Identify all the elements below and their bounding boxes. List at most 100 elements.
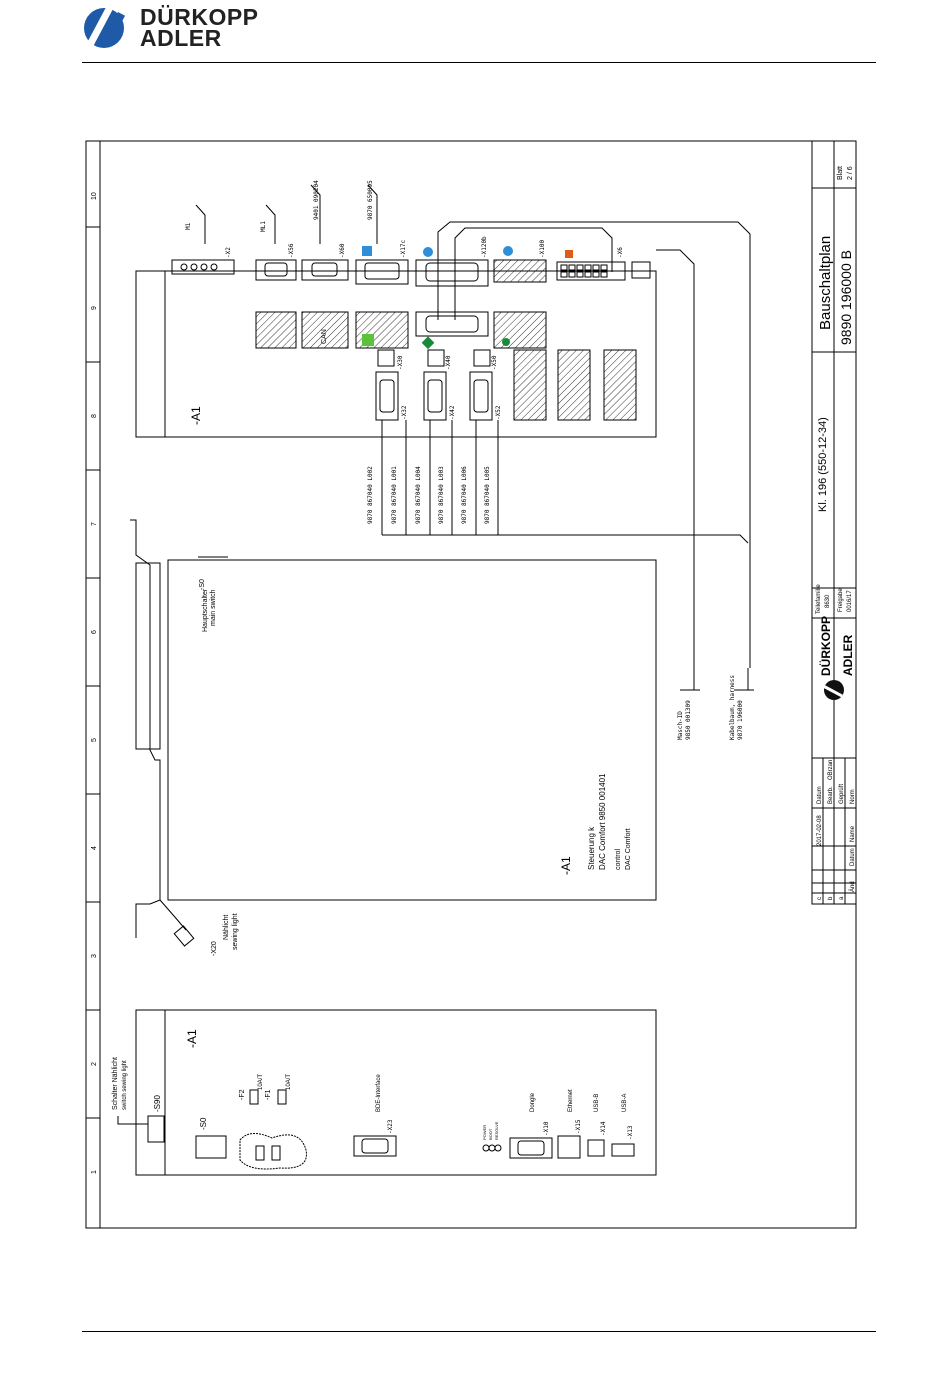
cable-9401: 9401 090204 (313, 180, 320, 220)
cable-l005: 9870 867040 L005 (484, 466, 491, 524)
s0-label: -S0 (199, 1117, 208, 1130)
x23-label: -X23 (387, 1119, 394, 1134)
ruler-2: 2 (91, 1062, 98, 1066)
family-label: Teilefamilie (816, 584, 822, 614)
cable-ml1: ML1 (260, 221, 267, 232)
harness-label: Kabelbaum, harness (729, 675, 736, 740)
conn-x56: -X56 (288, 243, 295, 258)
bde-label: BDE-Interface (376, 1074, 382, 1112)
datum-label: Datum (817, 786, 823, 804)
ruler-5: 5 (91, 738, 98, 742)
conn-x32: -X32 (401, 405, 408, 420)
controller-mid-desc3: control (615, 849, 622, 870)
conn-x6: -X6 (617, 247, 624, 258)
release-label: Freigabe (838, 588, 844, 612)
sewing-light-de: Nählicht (223, 915, 230, 940)
sheet-value: 2 / 6 (847, 166, 854, 180)
brand-logo-icon (84, 6, 126, 48)
title-brand1: DÜRKOPP (818, 616, 833, 676)
title-block: Blatt 2 / 6 Bauschaltplan 9890 196000 B … (811, 140, 857, 905)
x15-label: -X15 (575, 1119, 582, 1134)
conn-x120b: -X120b (481, 236, 488, 258)
ruler-10: 10 (91, 192, 98, 200)
x10-label: -X10 (543, 1121, 550, 1136)
cable-l001: 9870 867040 L001 (391, 466, 398, 524)
brand-wordmark: DÜRKOPP ADLER (140, 4, 259, 51)
bearb-label: Bearb. (828, 786, 834, 804)
doc-number: 9890 196000 B (838, 250, 854, 345)
conn-x50: -X50 (491, 355, 498, 370)
gepr-label: Geprüft (839, 784, 845, 804)
sheet-label: Blatt (837, 166, 844, 180)
name-label: Name (850, 825, 856, 842)
fuse-f1: -F1 (265, 1089, 272, 1100)
x13-label: -X13 (627, 1125, 634, 1140)
sewing-light-en: sewing light (232, 913, 239, 950)
conn-x2: -X2 (225, 247, 232, 258)
bearb-value: OBrzan (828, 760, 834, 780)
harness-number: 9870 196000 (737, 700, 744, 740)
led-power: POWER (482, 1125, 487, 1140)
ruler-7: 7 (91, 522, 98, 526)
header-rule (82, 62, 876, 63)
fuse-f1-val: 10A/T (286, 1074, 292, 1090)
conn-x52: -X52 (495, 405, 502, 420)
led-resolve: RESOLVE (494, 1121, 499, 1140)
ruler-8: 8 (91, 414, 98, 418)
conn-x42: -X42 (449, 405, 456, 420)
controller-top: -A1 -X2 -X56 -X60 -X17c -X120b -X100 (135, 236, 657, 438)
cable-l003: 9870 867040 L003 (438, 466, 445, 524)
cable-l006: 9870 867040 L006 (461, 466, 468, 524)
switch-light-en: switch sewing light (122, 1060, 128, 1110)
title-logo-icon (823, 680, 844, 700)
usba-label: USB-A (622, 1094, 628, 1112)
brand-line1: DÜRKOPP (140, 4, 259, 30)
ruler-6: 6 (91, 630, 98, 634)
conn-x100: -X100 (539, 240, 546, 258)
controller-mid-desc4: DAC Comfort (625, 828, 632, 870)
datum-value: 2017-02-08 (817, 815, 823, 846)
main-switch-id: -S0 (199, 579, 206, 590)
controller-mid-label: -A1 (559, 856, 573, 875)
norm-label: Norm (850, 789, 856, 804)
top-cables (195, 184, 751, 668)
x14-label: -X14 (600, 1121, 607, 1136)
controller-mid-desc1: Steuerung k (587, 826, 596, 870)
conn-x60: -X60 (339, 243, 346, 258)
controller-bottom: -A1 Schalter Nählicht switch sewing ligh… (112, 1009, 657, 1176)
doc-title: Bauschaltplan (817, 236, 834, 330)
rev-a: a (839, 896, 845, 900)
ruler-1: 1 (91, 1170, 98, 1174)
fuse-f2-val: 10A/T (258, 1074, 264, 1090)
controller-top-label: -A1 (189, 406, 203, 425)
rev-b: b (828, 896, 834, 900)
main-switch-de: Hauptschalter (202, 588, 209, 632)
brand-line2: ADLER (140, 25, 222, 51)
switch-light-de: Schalter Nählicht (112, 1057, 119, 1110)
release-value: 0016/17 (847, 590, 853, 612)
led-boot: BOOT (488, 1128, 493, 1140)
masch-id-number: 9850 001309 (685, 700, 692, 740)
sewing-light-id: -X20 (211, 941, 218, 956)
family-value: 8630 (825, 594, 831, 608)
doc-class: Kl. 196 (550-12-34) (817, 417, 829, 512)
conn-x30: -X30 (397, 355, 404, 370)
main-switch-en: main switch (210, 589, 217, 626)
rev-c: c (817, 897, 823, 900)
can-label: CAN (321, 329, 328, 344)
title-brand2: ADLER (841, 634, 855, 676)
cable-9870-650095: 9870 650095 (367, 180, 374, 220)
ruler-3: 3 (91, 954, 98, 958)
ethernet-label: Ethernet (568, 1089, 574, 1112)
ruler-9: 9 (91, 306, 98, 310)
cable-l004: 9870 867040 L004 (415, 466, 422, 524)
s90-label: -S90 (153, 1095, 162, 1112)
fuse-f2: -F2 (239, 1089, 246, 1100)
controller-mid: -A1 Steuerung k DAC Comfort 9850 001401 … (167, 559, 657, 901)
conn-x17c: -X17c (400, 240, 407, 258)
ruler-4: 4 (91, 846, 98, 850)
cable-l002: 9870 867040 L002 (367, 466, 374, 524)
controller-bottom-label: -A1 (185, 1029, 199, 1048)
footer-rule (82, 1331, 876, 1332)
